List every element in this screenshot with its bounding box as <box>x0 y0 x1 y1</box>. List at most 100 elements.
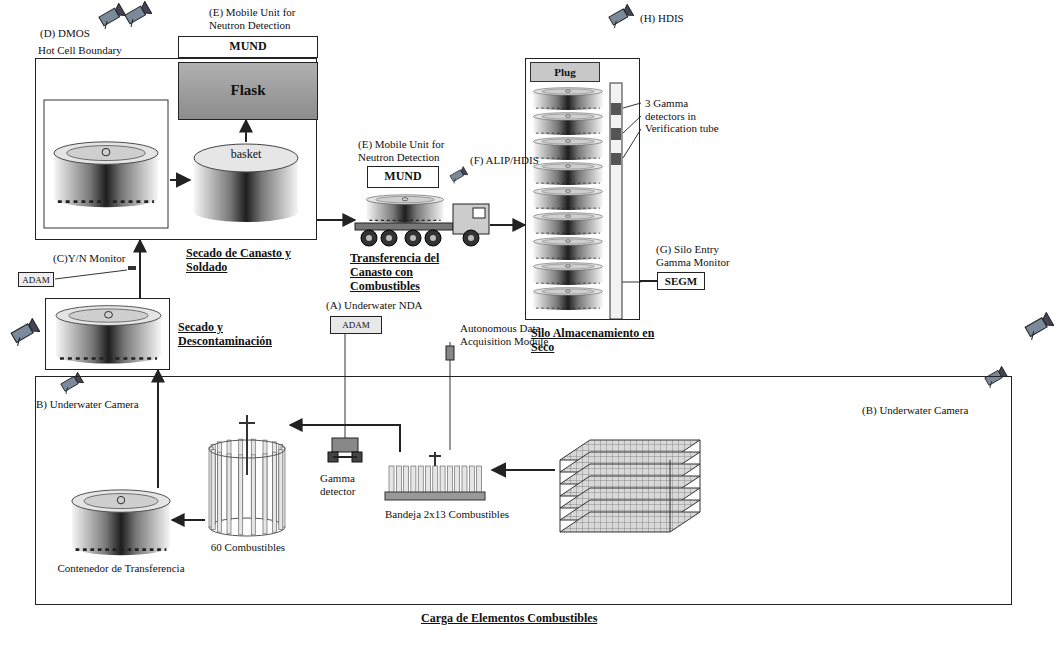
instrument-name: SEGM <box>665 275 697 288</box>
fuel-rack <box>560 460 561 532</box>
adam-box: (A) Underwater NDAADAM <box>330 316 382 334</box>
dry-storage-silo-part <box>533 113 602 135</box>
probe <box>446 346 454 360</box>
part-label: Contenedor de Transferencia <box>46 562 196 575</box>
instrument-label: (C)Y/N Monitor <box>53 252 125 265</box>
fuel-tray-part <box>440 466 445 494</box>
detector-label: 3 Gamma detectors in Verification tube <box>645 97 727 135</box>
transfer-truck-shape <box>355 190 490 248</box>
fuel-tray-part <box>429 455 441 457</box>
stage-title: Secado y Descontaminación <box>178 321 293 349</box>
instrument-label: (E) Mobile Unit for Neutron Detection <box>209 6 321 31</box>
fuel-rack <box>492 469 555 471</box>
transfer-container-part <box>72 490 170 555</box>
instrument-name: ADAM <box>342 320 370 330</box>
gamma-detector <box>333 456 357 458</box>
camera-label: (D) DMOS <box>40 27 90 40</box>
fuel-tray-shape <box>385 452 485 504</box>
dry-storage-silo-part <box>533 238 602 260</box>
hot-cell-cask <box>44 100 190 228</box>
drying-box-part <box>56 306 161 364</box>
segm-box: (G) Silo Entry Gamma MonitorSEGM <box>657 272 705 290</box>
fuel-tray-part <box>447 466 452 494</box>
camera-label: B) Underwater Camera <box>36 398 139 411</box>
fuel-tray-part <box>469 466 474 494</box>
detector-leader <box>623 103 641 158</box>
dry-storage-silo-part <box>533 88 602 110</box>
transfer-truck-part <box>463 230 479 246</box>
instrument-label: (A) Underwater NDA <box>326 299 423 312</box>
instrument-name: MUND <box>229 40 266 54</box>
gamma-detector <box>328 334 362 462</box>
camera-label: (B) Underwater Camera <box>862 404 968 417</box>
stage-title: Secado de Canasto y Soldado <box>186 247 326 275</box>
fuel-ring-part <box>211 450 215 530</box>
detector-label: Gamma detector <box>320 472 372 497</box>
dry-storage-silo-shape <box>526 59 639 319</box>
fuel-rack <box>492 440 700 532</box>
instrument-name: MUND <box>384 170 421 184</box>
fuel-rack <box>560 512 700 532</box>
stage-title: Silo Almacenamiento en Seco <box>531 327 656 355</box>
dry-storage-silo-part <box>622 282 641 283</box>
dry-storage-silo: Silo Almacenamiento en SecoPlug <box>525 58 640 320</box>
camera-label: (H) HDIS <box>640 12 684 25</box>
drying-box-shape <box>46 299 169 369</box>
fuel-tray-part <box>455 466 460 494</box>
detector-leader <box>623 116 641 133</box>
probe <box>446 342 454 450</box>
flow-arrow <box>640 280 657 282</box>
fuel-tray-part <box>396 466 401 494</box>
fuel-tray-part <box>426 466 431 494</box>
silo-plug: Plug <box>530 62 600 82</box>
dry-storage-silo-part <box>610 83 622 319</box>
transfer-truck-part <box>410 235 416 241</box>
flow-arrow <box>490 224 525 226</box>
dry-storage-silo-part <box>533 288 602 310</box>
fuel-tray: Bandeja 2x13 Combustibles <box>385 452 485 504</box>
fuel-ring-shape <box>205 415 290 537</box>
camera-icon <box>124 1 152 27</box>
flow-arrow <box>290 425 400 452</box>
part-label: Bandeja 2x13 Combustibles <box>385 508 509 521</box>
transfer-truck-part <box>430 235 436 241</box>
fuel-rack <box>700 440 701 512</box>
camera-icon <box>984 366 1008 388</box>
hot-cell-cask <box>44 100 168 228</box>
dry-storage-silo-part <box>611 103 621 115</box>
transfer-truck: Transferencia del Canasto con Combustibl… <box>355 190 490 248</box>
camera-icon <box>608 4 634 28</box>
fuel-tray-part <box>433 466 438 494</box>
hot-cell-cask <box>170 179 190 181</box>
fuel-tray-part <box>477 466 482 494</box>
mund-box: (E) Mobile Unit for Neutron DetectionMUN… <box>367 166 439 188</box>
flask-box: Flask <box>178 62 318 120</box>
module-label: Autonomous Data Acquisition Module <box>460 322 568 347</box>
part-label: 60 Combustibles <box>193 541 303 554</box>
instrument-name: ADAM <box>22 274 50 284</box>
transfer-truck-part <box>405 230 421 246</box>
dry-storage-silo-part <box>533 138 602 160</box>
fuel-tray-part <box>404 466 409 494</box>
dry-storage-silo-part <box>611 128 621 140</box>
transfer-truck-part <box>366 195 443 223</box>
detector-leader <box>623 129 641 158</box>
transfer-container-shape <box>70 488 172 558</box>
fuel-tray-part <box>418 466 423 494</box>
fuel-ring-part <box>217 452 221 532</box>
flow-arrow <box>172 519 205 521</box>
camera-icon <box>449 167 468 184</box>
fuel-ring-part <box>263 454 267 534</box>
dry-storage-silo-part <box>533 188 602 210</box>
fuel-tray-part <box>389 466 394 494</box>
camera-icon <box>10 1 1054 394</box>
flow-arrow <box>245 120 247 142</box>
transfer-truck-part <box>361 230 377 246</box>
basket-cylinder: basket <box>192 142 300 224</box>
instrument-label: (G) Silo Entry Gamma Monitor <box>656 243 746 268</box>
basket-label: basket <box>231 148 262 162</box>
dry-storage-silo-part <box>611 153 621 165</box>
dry-storage-silo-part <box>533 163 602 185</box>
flow-arrow <box>157 370 159 488</box>
fuel-tray-part <box>411 466 416 494</box>
